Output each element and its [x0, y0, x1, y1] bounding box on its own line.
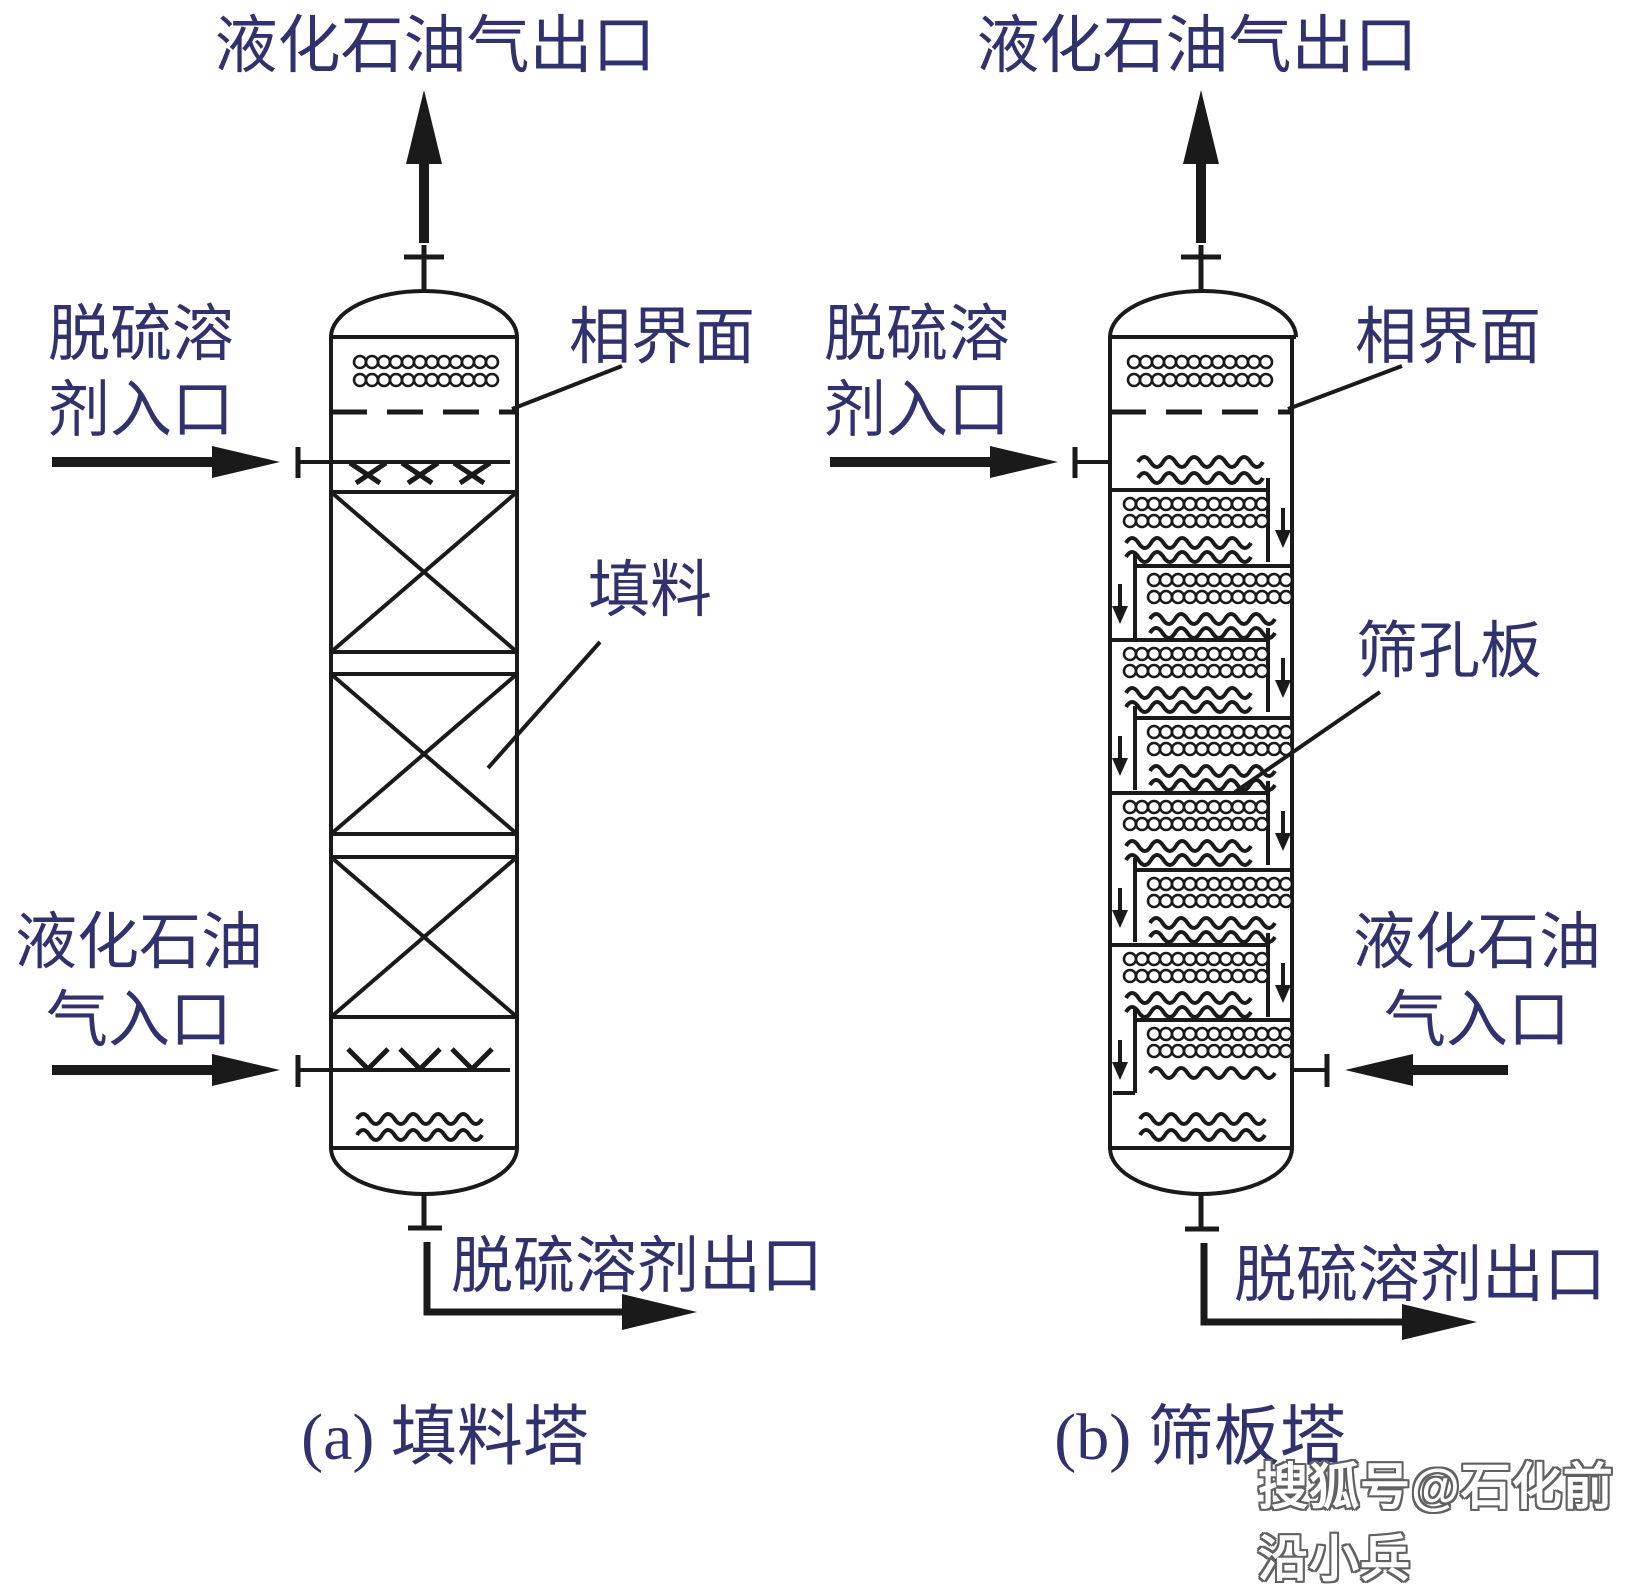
- tower-a-gas-outlet-label: 液化石油气出口: [214, 11, 656, 81]
- tower-a-gas-inlet-label-line2: 气入口: [45, 987, 232, 1055]
- tower-a-solvent-inlet-label-line2: 剂入口: [47, 377, 234, 445]
- tower-b-sieve-trays: [1110, 478, 1294, 1095]
- tower-b-phase-interface-label: 相界面: [1354, 304, 1541, 372]
- tower-b-phase-interface-leader: [1287, 364, 1403, 411]
- tower-b-gas-outlet-arrow: [1181, 90, 1221, 293]
- tower-a-solvent-outlet-label: 脱硫溶剂出口: [450, 1233, 823, 1301]
- tower-a-phase-interface-leader: [511, 364, 623, 411]
- tower-a-packed-column: [52, 90, 697, 1330]
- tower-a-solvent-inlet-arrow: [52, 446, 510, 478]
- tower-b-sump-liquid: [1138, 1112, 1267, 1142]
- tower-b-sieve-plate-column: [830, 90, 1508, 1340]
- tower-b-solvent-inlet-label-line1: 脱硫溶: [823, 301, 1010, 369]
- tower-b-bottom-tray: [1110, 1008, 1294, 1095]
- tower-a-packing-beds: [329, 490, 519, 1019]
- tower-b-gas-inlet-label-line2: 气入口: [1383, 987, 1570, 1055]
- tower-a-sump-liquid: [355, 1112, 484, 1142]
- caption-a: (a) 填料塔: [301, 1401, 589, 1474]
- caption-b: (b) 筛板塔: [1054, 1401, 1346, 1474]
- tower-a-shell: [329, 289, 519, 1196]
- tower-a-gas-outlet-arrow: [404, 90, 444, 293]
- tower-a-packing-label: 填料: [587, 557, 712, 625]
- tower-b-sieve-plate-label: 筛孔板: [1355, 618, 1542, 686]
- tower-a-solvent-distributor-nozzles: [348, 460, 492, 486]
- lpg-desulfurization-diagram: 液化石油气出口 脱硫溶 剂入口 相界面 填料 液化石油 气入口 脱硫溶剂出口 (…: [14, 11, 1613, 1587]
- tower-a-gas-inlet-arrow: [52, 1054, 510, 1087]
- tower-a-solvent-outlet-arrow: [408, 1193, 697, 1330]
- tower-b-gas-inlet-arrow: [1292, 1054, 1508, 1087]
- tower-a-packing-leader: [486, 640, 602, 770]
- tower-b-solvent-outlet-arrow: [1185, 1193, 1477, 1340]
- tower-b-gas-outlet-label: 液化石油气出口: [976, 11, 1418, 81]
- tower-b-solvent-inlet-label-line2: 剂入口: [823, 377, 1010, 445]
- tower-a-solvent-inlet-label-line1: 脱硫溶: [47, 301, 234, 369]
- watermark: 搜狐号@石化前沿小兵: [1258, 1459, 1614, 1587]
- diagram-linework: [52, 90, 1508, 1340]
- tower-b-sieve-plate-leader: [1233, 690, 1382, 794]
- tower-b-top-tray-liquid: [1136, 455, 1265, 485]
- tower-a-gas-inlet-label-line1: 液化石油: [14, 909, 263, 977]
- tower-b-gas-inlet-label-line1: 液化石油: [1352, 909, 1601, 977]
- tower-a-gas-distributor-nozzles: [346, 1047, 494, 1071]
- tower-b-bubble-rows: [1126, 354, 1274, 388]
- tower-b-solvent-inlet-arrow: [830, 446, 1110, 478]
- tower-b-solvent-outlet-label: 脱硫溶剂出口: [1233, 1242, 1606, 1310]
- tower-a-phase-interface-label: 相界面: [568, 304, 755, 372]
- tower-a-bubble-rows: [352, 354, 500, 388]
